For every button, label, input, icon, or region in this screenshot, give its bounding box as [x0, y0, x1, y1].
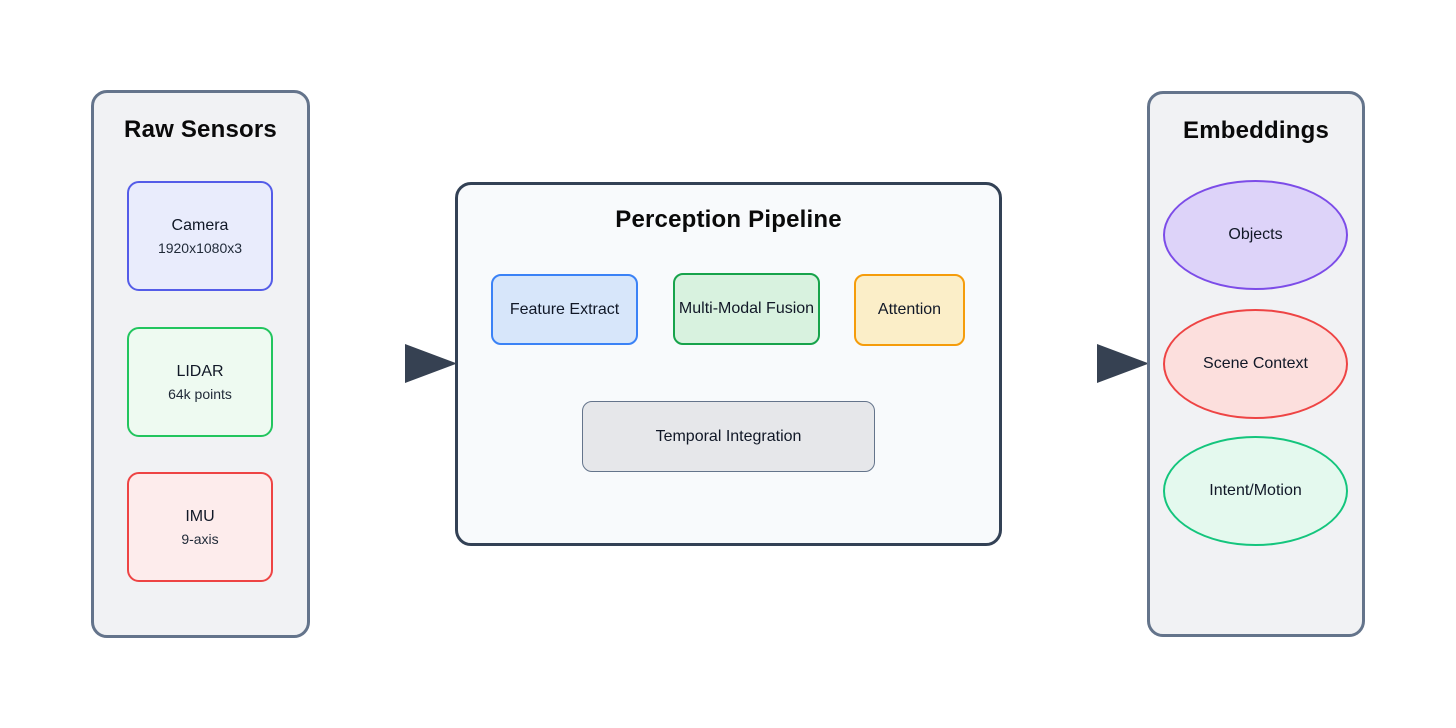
node-intent-motion: Intent/Motion — [1163, 436, 1348, 546]
temporal-integration-label: Temporal Integration — [655, 427, 802, 445]
feature-extract-label: Feature Extract — [509, 300, 620, 318]
imu-sublabel: 9-axis — [181, 530, 219, 547]
node-scene-context: Scene Context — [1163, 309, 1348, 419]
multi-modal-fusion-label: Multi-Modal Fusion — [678, 300, 815, 317]
panel-perception-pipeline: Perception Pipeline Feature Extract Mult… — [455, 182, 1002, 546]
lidar-sublabel: 64k points — [168, 385, 232, 402]
attention-label: Attention — [877, 301, 942, 318]
panel-embeddings: Embeddings Objects Scene Context Intent/… — [1147, 91, 1365, 637]
node-temporal-integration: Temporal Integration — [582, 401, 875, 472]
intent-motion-label: Intent/Motion — [1209, 482, 1302, 499]
arrow-sensors-to-pipeline — [405, 344, 457, 383]
panel-raw-sensors: Raw Sensors Camera 1920x1080x3 LIDAR 64k… — [91, 90, 310, 638]
node-feature-extract: Feature Extract — [491, 274, 638, 345]
objects-label: Objects — [1228, 226, 1283, 243]
camera-label: Camera — [171, 216, 229, 234]
node-attention: Attention — [854, 274, 965, 346]
camera-sublabel: 1920x1080x3 — [157, 239, 243, 256]
imu-label: IMU — [185, 507, 215, 525]
perception-pipeline-title: Perception Pipeline — [615, 206, 842, 233]
node-multi-modal-fusion: Multi-Modal Fusion — [673, 273, 820, 345]
node-camera: Camera 1920x1080x3 — [127, 181, 273, 291]
lidar-label: LIDAR — [176, 362, 224, 380]
node-lidar: LIDAR 64k points — [127, 327, 273, 437]
scene-context-label: Scene Context — [1203, 355, 1308, 372]
raw-sensors-title: Raw Sensors — [124, 116, 277, 143]
node-objects: Objects — [1163, 180, 1348, 290]
arrow-pipeline-to-embeddings — [1097, 344, 1149, 383]
node-imu: IMU 9-axis — [127, 472, 273, 582]
embeddings-title: Embeddings — [1182, 117, 1329, 144]
